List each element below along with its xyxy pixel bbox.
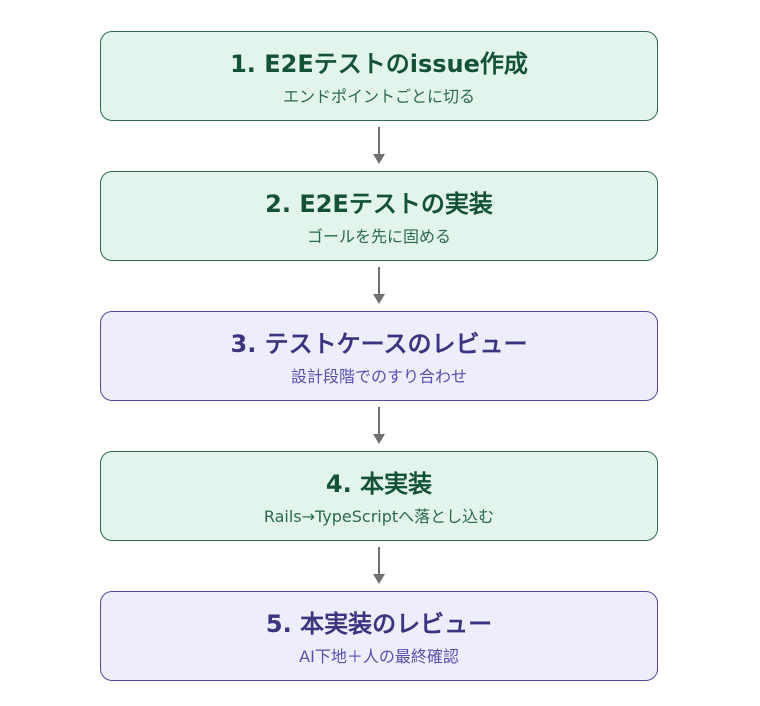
step-1-box: 1. E2Eテストのissue作成 エンドポイントごとに切る xyxy=(100,31,658,121)
step-2-subtitle: ゴールを先に固める xyxy=(306,227,451,246)
step-5-subtitle: AI下地＋人の最終確認 xyxy=(299,647,459,666)
step-4-subtitle: Rails→TypeScriptへ落とし込む xyxy=(263,507,495,526)
step-4-box: 4. 本実装 Rails→TypeScriptへ落とし込む xyxy=(100,451,658,541)
step-5-title: 5. 本実装のレビュー xyxy=(265,610,493,638)
arrow-2-to-3 xyxy=(370,267,388,305)
arrow-1-to-2 xyxy=(370,127,388,165)
arrow-3-to-4 xyxy=(370,407,388,445)
step-1-subtitle: エンドポイントごとに切る xyxy=(282,87,475,106)
step-3-box: 3. テストケースのレビュー 設計段階でのすり合わせ xyxy=(100,311,658,401)
step-4-title: 4. 本実装 xyxy=(325,470,433,498)
step-2-title: 2. E2Eテストの実装 xyxy=(265,190,493,218)
step-1-title: 1. E2Eテストのissue作成 xyxy=(230,50,528,78)
step-3-subtitle: 設計段階でのすり合わせ xyxy=(290,367,467,386)
arrow-4-to-5 xyxy=(370,547,388,585)
step-3-title: 3. テストケースのレビュー xyxy=(230,330,528,358)
step-5-box: 5. 本実装のレビュー AI下地＋人の最終確認 xyxy=(100,591,658,681)
step-2-box: 2. E2Eテストの実装 ゴールを先に固める xyxy=(100,171,658,261)
